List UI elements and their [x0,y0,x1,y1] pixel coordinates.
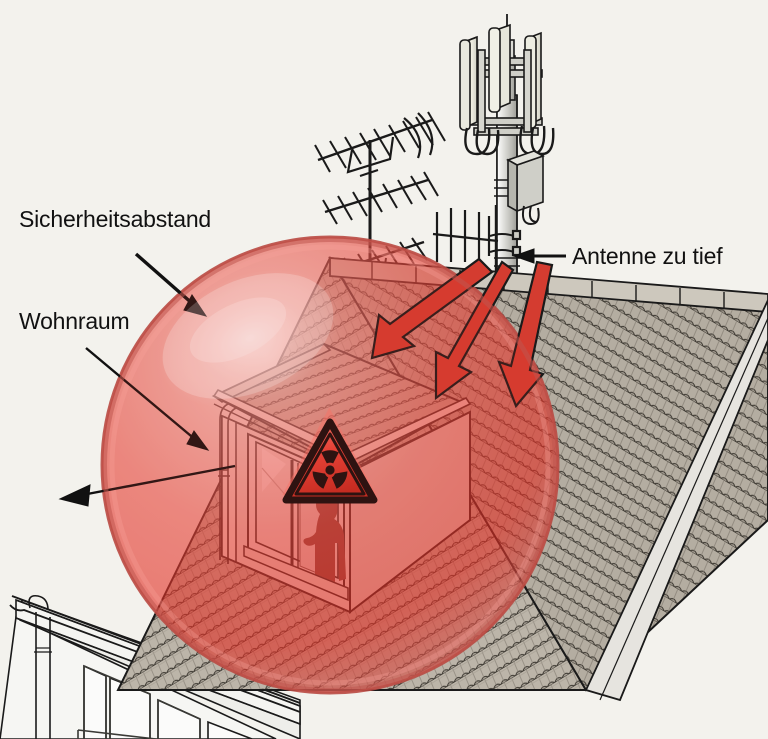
radiation-arrow-2 [434,260,515,401]
radiation-arrow-3 [497,260,554,409]
label-living-room: Wohnraum [19,308,130,334]
sector-antenna-center [488,23,511,113]
yagi-middle [322,171,439,225]
radiation-icon [312,450,348,489]
warning-sign [282,407,378,504]
arrow-to-sphere [134,252,208,317]
label-antenna-too-low: Antenne zu tief [572,243,723,269]
antenna-support-rods [477,49,532,133]
label-safety-distance: Sicherheitsabstand [19,206,212,232]
downpipe [28,594,52,739]
arrow-to-antenna [512,248,566,264]
yagi-upper [314,111,446,177]
arrow-to-living-room [85,347,210,451]
roof-verge [584,299,768,702]
pointer-arrows [58,248,566,507]
sector-antenna-left [459,35,478,131]
equipment-box [506,150,545,226]
sphere-tint-overlay [102,237,558,693]
